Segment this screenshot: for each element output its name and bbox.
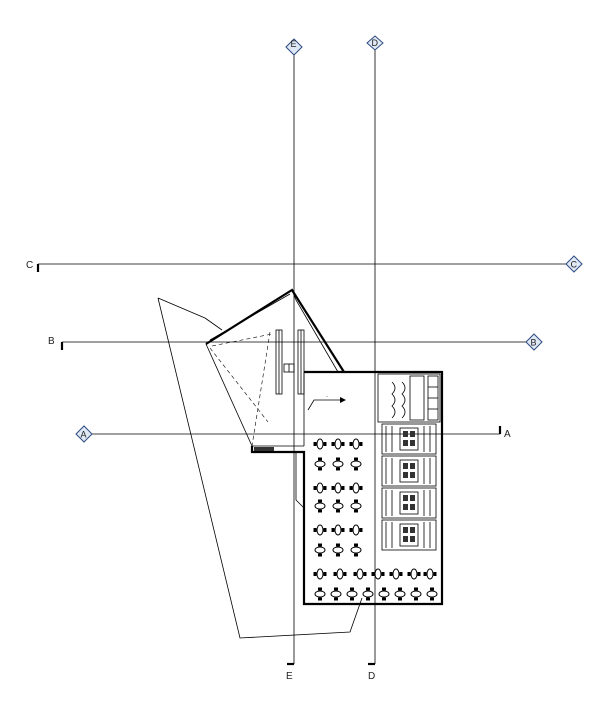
table-with-chairs: [389, 568, 403, 580]
table-with-chairs: [313, 568, 327, 580]
section-c-left-label: C: [26, 260, 33, 271]
table-with-chairs: [313, 438, 327, 450]
section-d-top-label: D: [372, 38, 379, 48]
table-with-chairs: [333, 568, 347, 580]
section-b-left-label: B: [48, 336, 55, 347]
section-d-bottom-label: D: [368, 671, 375, 682]
table-with-chairs: [371, 568, 385, 580]
table-with-chairs: [331, 438, 345, 450]
table-with-chairs: [423, 568, 437, 580]
table-with-chairs: [314, 457, 326, 471]
table-with-chairs: [350, 543, 362, 557]
lab-benches: [381, 423, 437, 551]
table-with-chairs: [331, 482, 345, 494]
section-line-e[interactable]: E E: [285, 38, 303, 682]
table-with-chairs: [378, 587, 390, 601]
section-e-top-label: E: [291, 39, 297, 49]
table-with-chairs: [330, 587, 342, 601]
table-with-chairs: [331, 524, 345, 536]
section-b-right-marker[interactable]: B: [525, 333, 543, 351]
section-c-right-label: C: [571, 260, 578, 270]
table-with-chairs: [349, 438, 363, 450]
table-with-chairs: [314, 499, 326, 513]
table-with-chairs: [407, 568, 421, 580]
table-with-chairs: [350, 499, 362, 513]
table-with-chairs: [410, 587, 422, 601]
section-a-left-marker[interactable]: A: [75, 425, 93, 443]
table-with-chairs: [426, 587, 438, 601]
table-with-chairs: [332, 543, 344, 557]
table-with-chairs: [332, 499, 344, 513]
table-with-chairs: [314, 543, 326, 557]
section-a-left-label: A: [81, 430, 87, 440]
service-area: [377, 373, 441, 423]
section-a-right-label: A: [504, 429, 511, 440]
site-outline: [157, 297, 363, 639]
table-with-chairs: [353, 568, 367, 580]
section-c-right-marker[interactable]: C: [565, 255, 583, 273]
section-e-bottom-label: E: [286, 671, 293, 682]
main-block: ~: [250, 370, 444, 606]
section-b-right-label: B: [531, 338, 537, 348]
seating-area: [313, 438, 438, 601]
table-with-chairs: [349, 482, 363, 494]
table-with-chairs: [314, 587, 326, 601]
wall-hatch: [254, 447, 274, 451]
table-with-chairs: [313, 524, 327, 536]
stair-note: ~: [326, 394, 329, 399]
section-e-top-marker[interactable]: E: [285, 38, 303, 56]
table-with-chairs: [349, 524, 363, 536]
table-with-chairs: [350, 457, 362, 471]
table-with-chairs: [362, 587, 374, 601]
section-d-top-marker[interactable]: D: [366, 35, 384, 51]
bench-block-2: [381, 455, 437, 487]
section-line-b[interactable]: B B: [48, 333, 543, 351]
section-line-c[interactable]: C C: [26, 255, 583, 273]
section-line-d[interactable]: D D: [366, 35, 384, 682]
table-with-chairs: [332, 457, 344, 471]
bench-block-3: [381, 487, 437, 519]
table-with-chairs: [313, 482, 327, 494]
angled-wing: [205, 288, 345, 447]
bench-block-1: [381, 423, 437, 455]
bench-block-4: [381, 519, 437, 551]
section-line-a[interactable]: A A: [75, 425, 511, 443]
table-with-chairs: [394, 587, 406, 601]
table-with-chairs: [346, 587, 358, 601]
